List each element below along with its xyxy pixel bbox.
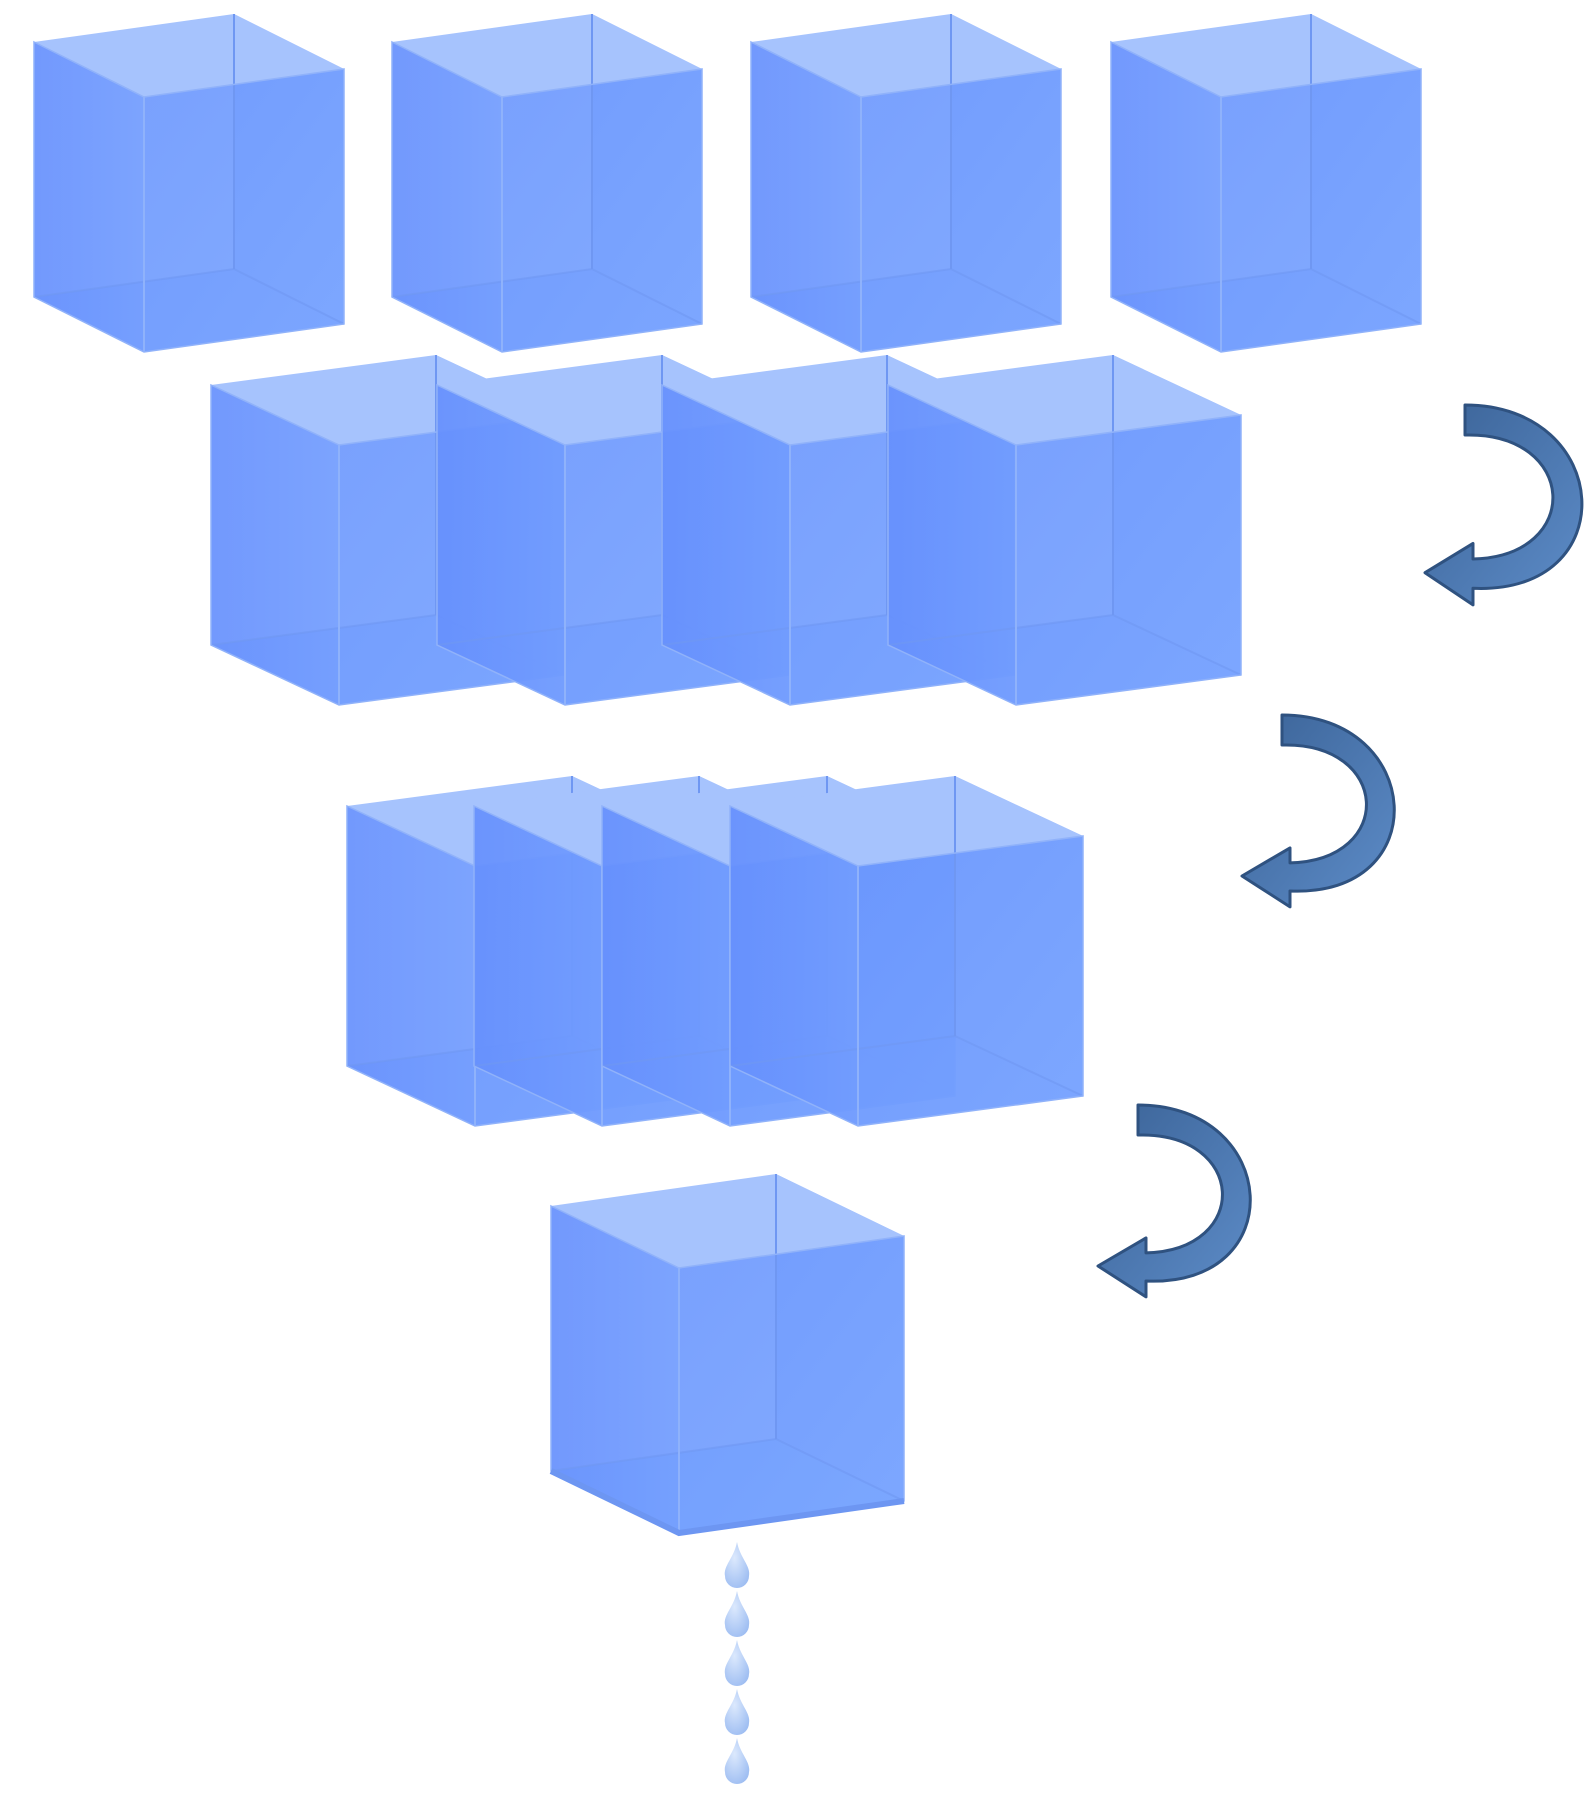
water-drop-2 (724, 1591, 750, 1637)
row-3-cube-4-right-face (858, 836, 1083, 1126)
curved-arrow-3 (1096, 1103, 1252, 1299)
curved-arrow-3-shape (1096, 1103, 1252, 1299)
row-3-cube-1-left-face (347, 806, 475, 1126)
row-1-cube-4-floor-edge (1110, 267, 1422, 325)
row-1-cube-2-top-face (392, 14, 702, 97)
row-4-cube-1-right-face (679, 1236, 904, 1533)
row-1-cube-4-top-face (1111, 14, 1421, 97)
row-4-cube-1-top-face (551, 1174, 904, 1268)
row-3-cube-3-left-face (602, 806, 730, 1126)
row-1-cube-4-right-face (1221, 69, 1421, 352)
row-1-cube-3-top-face (751, 14, 1061, 97)
row-2-cube-4-left-face (888, 385, 1016, 705)
row-2-cube-4-top-face (888, 355, 1241, 445)
row-2-cube-4 (887, 355, 1242, 706)
row-3-cube-4 (729, 776, 1084, 1127)
row-1-cube-1-right-face (144, 69, 344, 352)
row-1-cube-3-right-face (861, 69, 1061, 352)
row-1-cube-1-outline (33, 40, 345, 353)
row-3-cube-4-left-face (730, 806, 858, 1126)
row-1-cube-2-right-face (502, 69, 702, 352)
row-1-cube-3 (750, 14, 1062, 353)
row-4-cube-1-base-rim (549, 1468, 905, 1537)
row-3-cube-4-floor-edge (729, 1034, 1084, 1097)
row-1-cube-2-outline (391, 40, 703, 353)
row-2-cube-3-left-face (662, 385, 790, 705)
row-1-cube-1-left-face (34, 42, 144, 352)
row-2-cube-4-floor-edge (887, 613, 1242, 676)
row-1 (33, 14, 1422, 353)
row-4-cube-1-floor-edge (550, 1437, 905, 1502)
row-3-cube-4-top-face (730, 776, 1083, 866)
row-4-cube-1 (549, 1174, 905, 1537)
row-1-cube-1-floor-edge (33, 267, 345, 325)
curved-arrow-2 (1240, 713, 1396, 909)
curved-arrow-2-shape (1240, 713, 1396, 909)
row-1-cube-3-left-face (751, 42, 861, 352)
row-2-cube-4-outline (887, 383, 1242, 706)
curved-arrow-1 (1423, 403, 1584, 607)
row-1-cube-2 (391, 14, 703, 353)
cube-layer (33, 14, 1422, 1537)
row-1-cube-3-floor-edge (750, 267, 1062, 325)
row-2 (210, 355, 1242, 706)
row-1-cube-4-outline (1110, 40, 1422, 353)
curved-arrow-1-shape (1423, 403, 1584, 607)
row-4-cube-1-left-face (551, 1206, 679, 1533)
water-drop-3 (724, 1640, 750, 1686)
water-drop-5 (724, 1738, 750, 1784)
row-2-cube-2-left-face (437, 385, 565, 705)
drop-layer (724, 1542, 750, 1784)
row-2-cube-1-left-face (211, 385, 339, 705)
arrow-layer (1096, 403, 1584, 1299)
row-1-cube-3-outline (750, 40, 1062, 353)
water-drop-1 (724, 1542, 750, 1588)
row-3 (346, 776, 1084, 1127)
row-1-cube-1-top-face (34, 14, 344, 97)
row-1-cube-1 (33, 14, 345, 353)
row-1-cube-4-left-face (1111, 42, 1221, 352)
row-2-cube-4-right-face (1016, 415, 1241, 705)
row-1-cube-2-left-face (392, 42, 502, 352)
row-1-cube-2-floor-edge (391, 267, 703, 325)
water-drop-4 (724, 1689, 750, 1735)
row-1-cube-4 (1110, 14, 1422, 353)
row-3-cube-2-left-face (474, 806, 602, 1126)
row-3-cube-4-outline (729, 804, 1084, 1127)
row-4 (549, 1174, 905, 1537)
